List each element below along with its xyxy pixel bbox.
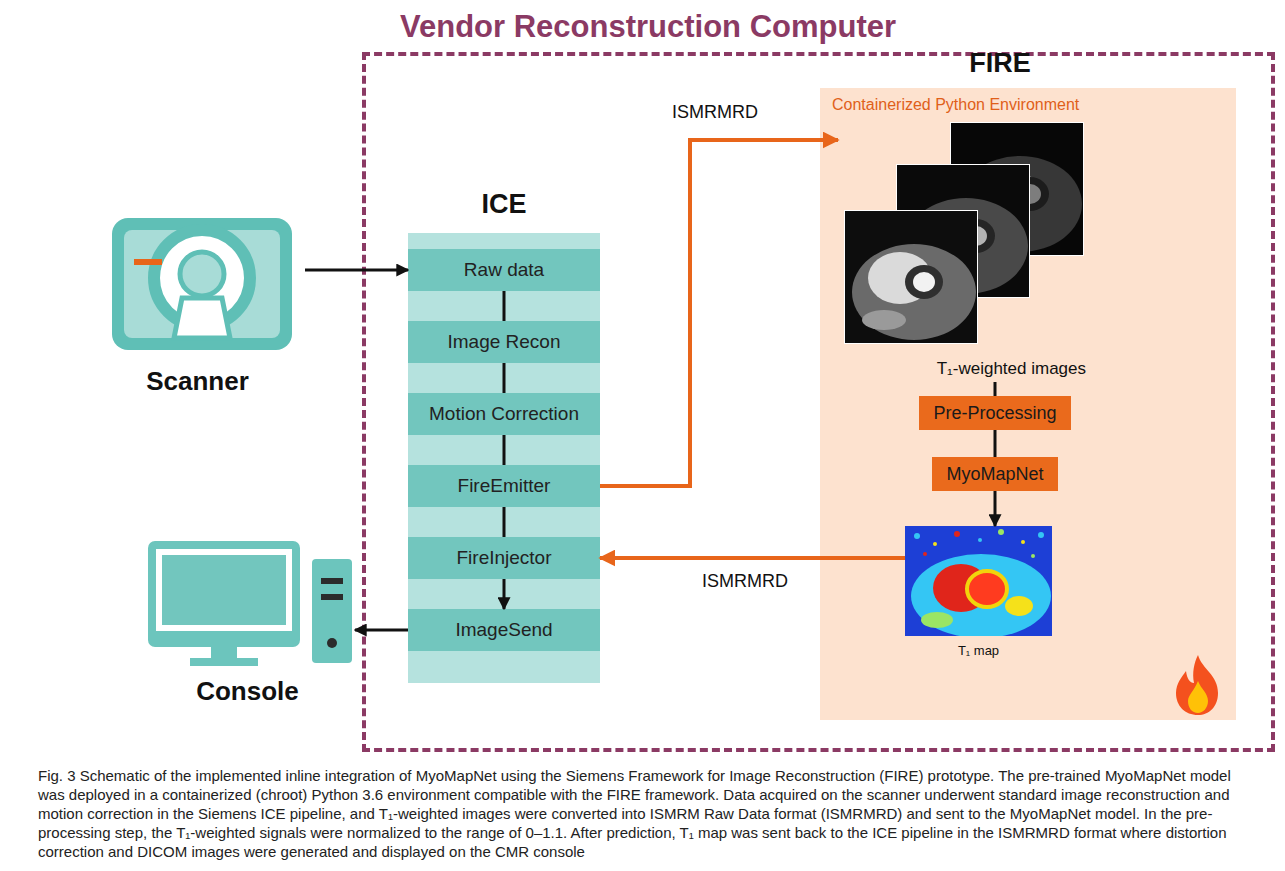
map-body	[911, 554, 1051, 636]
edge-label: ISMRMRD	[669, 102, 761, 123]
node-label: Raw data	[464, 259, 544, 281]
node-label: Pre-Processing	[933, 403, 1056, 424]
connector	[600, 140, 838, 486]
process-box: Raw data	[408, 249, 600, 291]
node-label: Scanner	[90, 366, 305, 397]
system-boundary: Vendor Reconstruction ComputerICERaw dat…	[362, 52, 1275, 752]
connector	[503, 435, 506, 465]
connector	[994, 491, 997, 526]
monitor-screen	[162, 555, 286, 625]
node-label: FireEmitter	[458, 475, 551, 497]
fire-icon	[1168, 653, 1228, 719]
node-label: MyoMapNet	[946, 464, 1043, 485]
console-icon	[140, 535, 355, 670]
node-label: Console	[140, 676, 355, 707]
process-box: ImageSend	[408, 609, 600, 651]
node-label: T₁-weighted images	[937, 359, 1086, 379]
node-label: Image Recon	[447, 331, 560, 353]
connector	[994, 430, 997, 457]
node-label: Vendor Reconstruction Computer	[400, 9, 896, 45]
process-box: FireEmitter	[408, 465, 600, 507]
scanner-light	[134, 259, 162, 265]
map-region	[1005, 596, 1033, 616]
node-label: Containerized Python Environment	[832, 96, 1079, 114]
connector	[503, 291, 506, 321]
tower-slot	[321, 578, 343, 584]
process-box: MyoMapNet	[932, 457, 1057, 491]
node-label: ICE	[408, 189, 600, 220]
connector	[503, 363, 506, 393]
scanner-device: Scanner	[90, 212, 305, 397]
t1-map: T₁ map	[905, 526, 1052, 660]
connector	[305, 269, 408, 272]
map-noise	[914, 529, 1044, 558]
map-region	[921, 612, 953, 628]
process-box: FireInjector	[408, 537, 600, 579]
connector	[355, 629, 408, 632]
node-label: FIRE	[940, 48, 1060, 79]
process-box: Motion Correction	[408, 393, 600, 435]
figure-caption: Fig. 3 Schematic of the implemented inli…	[38, 766, 1248, 861]
connector	[994, 382, 997, 396]
connector	[600, 556, 905, 560]
tower-button	[327, 638, 337, 648]
monitor-frame	[148, 541, 300, 647]
scanner-icon	[90, 212, 300, 354]
node-label: Motion Correction	[429, 403, 579, 425]
monitor-base	[190, 658, 258, 666]
flame-outer	[1176, 655, 1218, 715]
process-box: Image Recon	[408, 321, 600, 363]
edge-label: ISMRMRD	[699, 571, 791, 592]
flame-inner	[1188, 681, 1208, 713]
scanner-inner	[180, 252, 224, 296]
t1-map-image	[905, 526, 1052, 636]
monitor-bezel	[156, 549, 292, 631]
image-stack: T₁-weighted images	[838, 118, 1090, 382]
mri-image-stack	[838, 118, 1090, 350]
scanner-face	[124, 230, 280, 338]
node-label: FireInjector	[456, 547, 551, 569]
scanner-housing	[112, 218, 292, 350]
node-label: ImageSend	[455, 619, 552, 641]
computer-tower	[312, 559, 352, 663]
process-box: Pre-Processing	[919, 396, 1070, 430]
tower-slot	[321, 594, 343, 600]
map-myocardium	[967, 571, 1007, 607]
connector	[503, 507, 506, 537]
node-label: T₁ map	[905, 643, 1052, 658]
container-panel: FIREContainerized Python Environment	[820, 88, 1236, 720]
mri-image	[844, 210, 978, 344]
console-device: Console	[140, 535, 355, 707]
connector	[503, 579, 506, 609]
monitor-stand	[211, 647, 237, 659]
scanner-table	[174, 298, 230, 338]
